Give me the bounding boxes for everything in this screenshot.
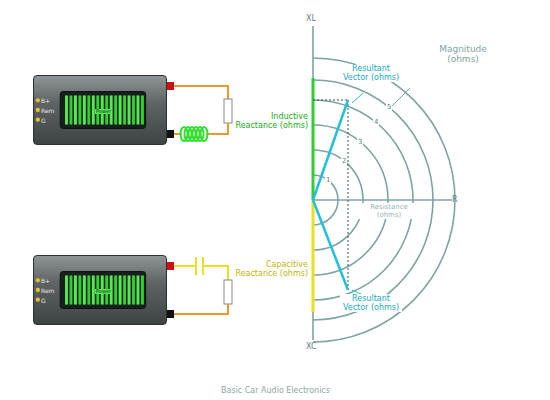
callout-number: 2 xyxy=(341,157,347,165)
meter-segment xyxy=(137,275,140,304)
meter-frame xyxy=(60,272,145,309)
axis-label: R xyxy=(452,195,458,204)
meter-segment xyxy=(137,95,140,124)
meter-segment xyxy=(87,95,90,124)
amplifier-box: B+ RemG Power xyxy=(33,255,167,325)
negative-terminal xyxy=(167,130,174,138)
resistance-axis xyxy=(313,199,452,201)
meter-segment xyxy=(65,95,68,124)
pin-terminal xyxy=(36,278,40,282)
wire xyxy=(206,123,228,134)
vector-label: Resultant Vector (ohms) xyxy=(340,64,402,82)
caption: Basic Car Audio Electronics xyxy=(221,386,330,395)
capacitive-bar xyxy=(312,200,315,312)
meter-segment xyxy=(83,275,86,304)
pin-name: B+ xyxy=(41,278,50,284)
meter-frame xyxy=(60,92,145,129)
pin-name: Rem xyxy=(41,108,54,114)
projection-line xyxy=(348,100,349,290)
vector-label: Resultant Vector (ohms) xyxy=(340,294,402,312)
reactance-label: Inductive Reactance (ohms) xyxy=(232,112,308,130)
pin-name: Rem xyxy=(41,288,54,294)
callout-number: 4 xyxy=(373,118,379,126)
negative-terminal xyxy=(167,310,174,318)
meter-segment xyxy=(74,95,77,124)
meter-segment xyxy=(132,95,135,124)
pin-name: G xyxy=(41,298,46,304)
callout-number: 3 xyxy=(357,138,363,146)
resultant-vector xyxy=(313,200,348,290)
leader-line xyxy=(392,88,410,106)
meter-segment xyxy=(123,275,126,304)
meter-segment xyxy=(114,95,117,124)
amplifier-box: B+ RemG Power xyxy=(33,75,167,145)
meter-segment xyxy=(87,275,90,304)
wire xyxy=(174,304,228,314)
positive-terminal xyxy=(167,82,174,90)
wire xyxy=(174,265,195,267)
resistor-symbol xyxy=(224,280,232,304)
meter-segment xyxy=(69,275,72,304)
meter-segment xyxy=(123,95,126,124)
meter-segment xyxy=(119,95,122,124)
meter-segment xyxy=(83,95,86,124)
capacitor-plate xyxy=(195,257,197,275)
magnitude-label: Magnitude (ohms) xyxy=(428,44,498,65)
magnitude-arc xyxy=(313,58,455,342)
pin-name: G xyxy=(41,118,46,124)
meter-label: Power xyxy=(95,289,112,294)
axis-label: XC xyxy=(306,342,316,351)
meter-segment xyxy=(141,95,144,124)
resistance-label: Resistance (ohms) xyxy=(358,203,420,219)
inductor-coil xyxy=(181,127,208,141)
meter-segment xyxy=(69,95,72,124)
magnitude-arcs xyxy=(313,58,455,342)
leader-line xyxy=(352,93,363,103)
meter-segment xyxy=(128,275,131,304)
axis-label: XL xyxy=(306,14,316,23)
meter-segment xyxy=(141,275,144,304)
projection-line xyxy=(313,100,348,101)
meter-segment xyxy=(78,275,81,304)
meter-segment xyxy=(132,275,135,304)
reactance-axis xyxy=(312,26,314,340)
callout-number: 1 xyxy=(325,176,331,184)
positive-terminal xyxy=(167,262,174,270)
meter-segment xyxy=(114,275,117,304)
meter-label: Power xyxy=(95,109,112,114)
meter-segment xyxy=(78,95,81,124)
meter-segment xyxy=(119,275,122,304)
pin-name: B+ xyxy=(41,98,50,104)
inductive-bar xyxy=(312,78,315,200)
wire xyxy=(204,266,228,280)
wire xyxy=(174,86,228,99)
resultant-vector xyxy=(313,100,348,200)
meter-segment xyxy=(74,275,77,304)
pin-terminal xyxy=(36,108,40,112)
meter-segment xyxy=(65,275,68,304)
reactance-label: Capacitive Reactance (ohms) xyxy=(232,260,308,278)
callout-number: 5 xyxy=(386,103,392,111)
capacitor-plate xyxy=(202,257,204,275)
pin-terminal xyxy=(36,298,40,302)
resistor-symbol xyxy=(224,99,232,123)
pin-terminal xyxy=(36,288,40,292)
pin-terminal xyxy=(36,118,40,122)
pin-terminal xyxy=(36,98,40,102)
coil-winding xyxy=(201,127,208,141)
meter-segment xyxy=(128,95,131,124)
